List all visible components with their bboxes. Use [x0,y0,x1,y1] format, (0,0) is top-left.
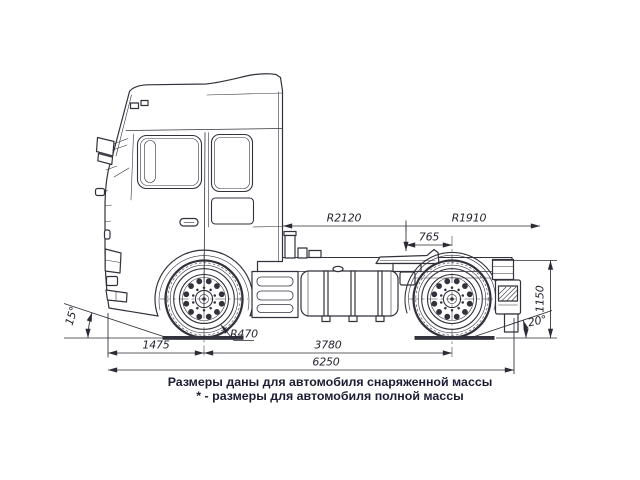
dim-1475: 1475 [107,313,204,358]
caption-line-1: Размеры даны для автомобиля снаряженной … [168,375,493,389]
dim-label-1475: 1475 [142,339,169,352]
ground-line-front [162,336,244,340]
dim-label-r470: R470 [230,328,258,341]
wiper [113,167,130,178]
truck-cab [94,73,284,317]
dim-6250: 6250 [108,318,515,374]
dim-r2120-r1910: R2120 R1910 [283,212,540,251]
fog-lamp [105,275,119,287]
dim-label-1150: 1150 [534,285,547,312]
dim-label-3780: 3780 [314,339,341,352]
dim-label-15deg: 15° [63,305,81,327]
mirror-arm-through-glass [144,140,156,183]
dim-label-r2120: R2120 [327,212,362,225]
fuel-tank [300,265,399,323]
dim-label-765: 765 [419,231,440,244]
dim-765: 765 [406,231,452,248]
mudflap [503,313,519,333]
exhaust-stack [283,230,322,259]
dim-approach-angle: 15° [63,303,169,339]
quarter-window [210,133,254,193]
caption-line-2: * - размеры для автомобиля полной массы [196,389,463,403]
kerb-mirror [94,187,108,197]
dim-departure-angle: 20° [469,310,553,339]
mirror [95,136,129,166]
rear-lower-panel [210,197,255,225]
taillight-hatch [497,285,519,302]
dim-label-r1910: R1910 [452,212,487,225]
dim-r470: R470 [220,324,258,341]
dim-3780: 3780 [204,339,452,356]
tank-straps [321,270,385,323]
front-face-details [103,204,128,303]
rear-taillight-box [491,258,522,333]
dim-label-20deg: 20° [527,313,548,330]
bumper-step [105,289,128,303]
centerlines [160,236,495,357]
dim-1150: 1150 [492,260,557,339]
cab-panel-lines [105,91,283,309]
battery-box [251,270,299,319]
door-handle [179,217,199,227]
filler-cap [332,265,344,273]
ground-line-rear [414,336,495,340]
fifth-wheel [375,248,440,273]
turn-signal [103,229,111,240]
dim-label-6250: 6250 [312,356,339,369]
door-window [136,134,203,190]
